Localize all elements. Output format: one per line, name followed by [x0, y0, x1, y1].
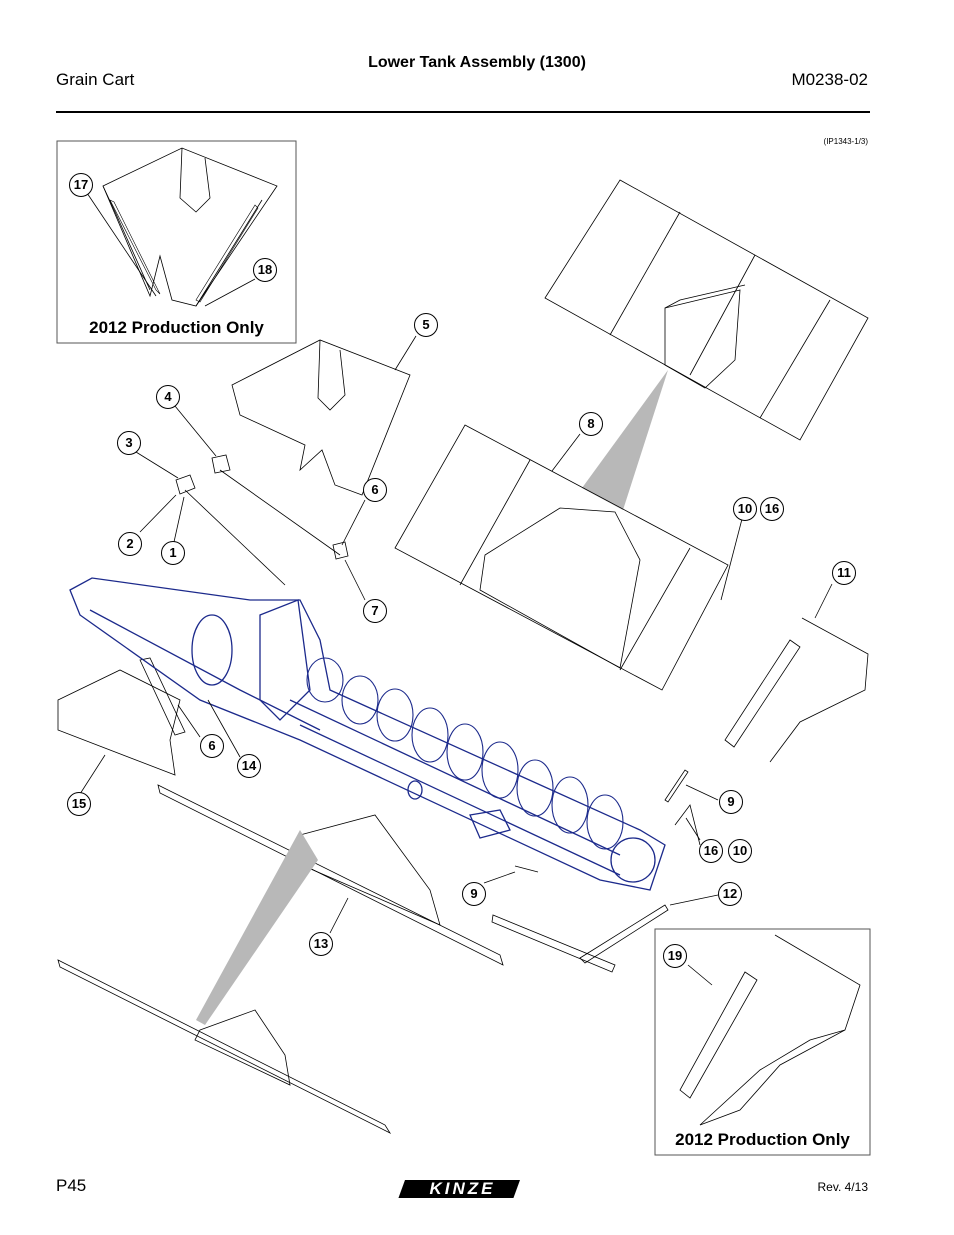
page-title: Lower Tank Assembly (1300) [368, 54, 586, 71]
callout-2: 2 [118, 532, 142, 556]
inset-bottom-side-sheet [679, 934, 861, 1126]
auger-frame [69, 577, 666, 891]
angle-12 [491, 904, 669, 973]
inset-label-bottom: 2012 Production Only [675, 1130, 850, 1149]
side-sheet-11 [724, 617, 869, 763]
hopper-sheet-5 [231, 339, 411, 496]
header-left-text: Grain Cart [56, 70, 135, 89]
figure-reference: (IP1343-1/3) [823, 137, 868, 146]
callout-19: 19 [663, 944, 687, 968]
callout-14: 14 [237, 754, 261, 778]
callout-8: 8 [579, 412, 603, 436]
bottom-sheet-detail [57, 959, 392, 1134]
callout-18: 18 [253, 258, 277, 282]
side-sheet-15 [57, 657, 186, 776]
center-sheet [394, 424, 729, 691]
callout-6: 6 [363, 478, 387, 502]
callout-12: 12 [718, 882, 742, 906]
callout-11: 11 [832, 561, 856, 585]
inset-box-bottom [654, 928, 871, 1156]
callout-leaders [79, 192, 833, 986]
small-bars [514, 769, 701, 873]
callout-15: 15 [67, 792, 91, 816]
inset-label-top: 2012 Production Only [89, 318, 264, 337]
kinze-logo [398, 1180, 520, 1198]
detail-projection-lower [196, 830, 318, 1025]
upper-front-sheet [544, 179, 869, 441]
revision-date: Rev. 4/13 [817, 1180, 868, 1194]
inset-top-angles [109, 199, 259, 303]
callout-9: 9 [719, 790, 743, 814]
brace-rod [175, 454, 349, 586]
callout-10b: 10 [728, 839, 752, 863]
detail-projection-upper [582, 370, 668, 510]
kinze-wordmark: KINZE [429, 1179, 496, 1198]
callout-1: 1 [161, 541, 185, 565]
page-number: P45 [56, 1176, 87, 1195]
callout-7: 7 [363, 599, 387, 623]
callout-16: 16 [760, 497, 784, 521]
callout-5: 5 [414, 313, 438, 337]
callout-13: 13 [309, 932, 333, 956]
callout-17: 17 [69, 173, 93, 197]
callout-3: 3 [117, 431, 141, 455]
inset-box-top [56, 140, 297, 344]
callout-6b: 6 [200, 734, 224, 758]
auger-flighting [306, 657, 624, 850]
callout-16b: 16 [699, 839, 723, 863]
manual-number: M0238-02 [791, 70, 868, 89]
callout-4: 4 [156, 385, 180, 409]
header-rule [56, 111, 870, 113]
inset-top-hopper-sheet [102, 147, 278, 307]
callout-10: 10 [733, 497, 757, 521]
callout-9b: 9 [462, 882, 486, 906]
